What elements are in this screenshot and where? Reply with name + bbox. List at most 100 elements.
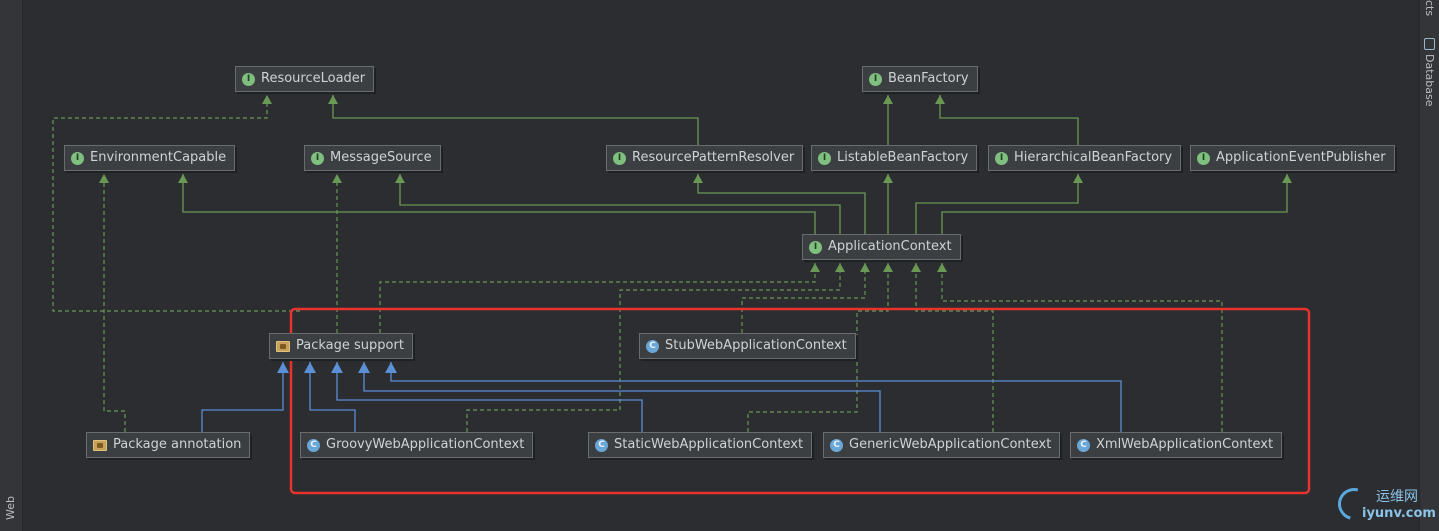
class-icon: C [307, 438, 320, 452]
highlight-box [289, 307, 1311, 495]
node-label: ListableBeanFactory [837, 150, 969, 165]
node-message-source[interactable]: I MessageSource [304, 145, 441, 171]
arrowhead-bean-factory-b [935, 95, 945, 104]
node-listable-bean-factory[interactable]: I ListableBeanFactory [811, 145, 978, 171]
class-icon: C [595, 438, 608, 452]
edge-application-context-to-hierarchical-bean-factory [915, 174, 1079, 234]
edge-generic-to-package-support [363, 362, 881, 432]
arrowhead-resource-loader-b [328, 95, 338, 104]
node-label: MessageSource [330, 150, 432, 165]
node-environment-capable[interactable]: I EnvironmentCapable [64, 145, 236, 171]
node-label: GroovyWebApplicationContext [326, 437, 525, 452]
node-xml-web-application-context[interactable]: C XmlWebApplicationContext [1070, 432, 1283, 458]
edge-xml-to-package-support [390, 362, 1122, 432]
node-bean-factory[interactable]: I BeanFactory [862, 66, 978, 92]
watermark-text-en: iyunv.com [1362, 506, 1436, 521]
arrowhead-application-context-1 [810, 263, 820, 272]
right-tool-window-strip[interactable]: cts Database [1419, 0, 1439, 531]
node-label: GenericWebApplicationContext [849, 437, 1052, 452]
edge-dashed-xml-to-application-context [941, 263, 1223, 432]
node-label: ResourcePatternResolver [632, 150, 795, 165]
arrowhead-package-support-2 [304, 362, 316, 373]
interface-icon: I [869, 72, 882, 86]
edge-application-context-to-application-event-publisher [941, 174, 1288, 234]
node-label: BeanFactory [888, 71, 969, 86]
node-groovy-web-application-context[interactable]: C GroovyWebApplicationContext [300, 432, 534, 458]
interface-icon: I [1197, 151, 1210, 165]
node-label: ApplicationContext [828, 239, 952, 254]
edge-dashed-stub-to-application-context [741, 263, 866, 333]
node-label: EnvironmentCapable [90, 150, 227, 165]
edge-application-context-to-environment-capable [182, 174, 816, 234]
diagram-edges [52, 95, 1288, 432]
edge-groovy-to-package-support [309, 362, 356, 432]
arrowhead-application-context-4 [883, 263, 893, 272]
node-package-annotation[interactable]: Package annotation [86, 432, 251, 458]
package-icon [276, 340, 290, 352]
projects-tool-window-tab[interactable]: cts [1423, 0, 1436, 17]
arrowhead-package-support-5 [385, 362, 397, 373]
node-label: XmlWebApplicationContext [1096, 437, 1274, 452]
database-tool-window-tab[interactable]: Database [1423, 54, 1436, 107]
arrowhead-message-source-a [332, 174, 342, 183]
database-icon [1424, 38, 1435, 50]
node-label: ResourceLoader [261, 71, 366, 86]
node-label: HierarchicalBeanFactory [1014, 150, 1173, 165]
edge-dashed-groovy-to-application-context [466, 263, 841, 432]
node-application-context[interactable]: I ApplicationContext [802, 234, 961, 260]
edge-dashed-outer-left-to-resource-loader [52, 95, 300, 312]
edge-dashed-package-annotation-to-environment-capable [103, 174, 126, 432]
arrowheads [99, 95, 1292, 373]
package-icon [93, 439, 107, 451]
arrowhead-application-context-2 [835, 263, 845, 272]
left-tool-window-strip[interactable]: Web [0, 0, 23, 531]
node-static-web-application-context[interactable]: C StaticWebApplicationContext [588, 432, 813, 458]
interface-icon: I [995, 151, 1008, 165]
arrowhead-application-context-3 [860, 263, 870, 272]
edge-package-annotation-to-package-support [201, 362, 284, 432]
edge-application-context-to-message-source [399, 174, 841, 234]
arrowhead-message-source-b [395, 174, 405, 183]
watermark-logo: 运维网 iyunv.com [1332, 482, 1436, 528]
node-package-support[interactable]: Package support [269, 333, 413, 359]
arrowhead-bean-factory-a [883, 95, 893, 104]
interface-icon: I [613, 151, 626, 165]
arrowhead-application-context-6 [937, 263, 947, 272]
arrowhead-application-context-5 [911, 263, 921, 272]
arrowhead-application-event-publisher [1282, 174, 1292, 183]
interface-icon: I [71, 151, 84, 165]
edge-resource-pattern-resolver-to-resource-loader [332, 95, 699, 145]
edge-dashed-static-to-application-context [747, 263, 889, 432]
node-label: StaticWebApplicationContext [614, 437, 804, 452]
edge-dashed-generic-to-application-context [915, 263, 994, 432]
node-generic-web-application-context[interactable]: C GenericWebApplicationContext [823, 432, 1061, 458]
node-label: Package annotation [113, 437, 242, 452]
arrowhead-environment-capable-a [99, 174, 109, 183]
node-label: StubWebApplicationContext [665, 338, 847, 353]
interface-icon: I [809, 240, 822, 254]
class-icon: C [830, 438, 843, 452]
node-resource-loader[interactable]: I ResourceLoader [235, 66, 375, 92]
class-icon: C [1077, 438, 1090, 452]
node-hierarchical-bean-factory[interactable]: I HierarchicalBeanFactory [988, 145, 1182, 171]
node-label: Package support [296, 338, 404, 353]
watermark-text-cn: 运维网 [1376, 489, 1418, 505]
arrowhead-package-support-1 [277, 362, 289, 373]
node-label: ApplicationEventPublisher [1216, 150, 1386, 165]
node-stub-web-application-context[interactable]: C StubWebApplicationContext [639, 333, 856, 359]
arrowhead-package-support-4 [358, 362, 370, 373]
edge-dashed-package-support-to-application-context [379, 263, 816, 333]
interface-icon: I [818, 151, 831, 165]
arrowhead-resource-pattern-resolver [693, 174, 703, 183]
arrowhead-environment-capable-b [178, 174, 188, 183]
arrowhead-resource-loader-a [262, 95, 272, 104]
node-application-event-publisher[interactable]: I ApplicationEventPublisher [1190, 145, 1395, 171]
interface-icon: I [311, 151, 324, 165]
arrowhead-hierarchical-bean-factory [1073, 174, 1083, 183]
node-resource-pattern-resolver[interactable]: I ResourcePatternResolver [606, 145, 804, 171]
arrowhead-package-support-3 [331, 362, 343, 373]
edge-application-context-to-resource-pattern-resolver [697, 174, 866, 234]
class-icon: C [646, 339, 659, 353]
interface-icon: I [242, 72, 255, 86]
